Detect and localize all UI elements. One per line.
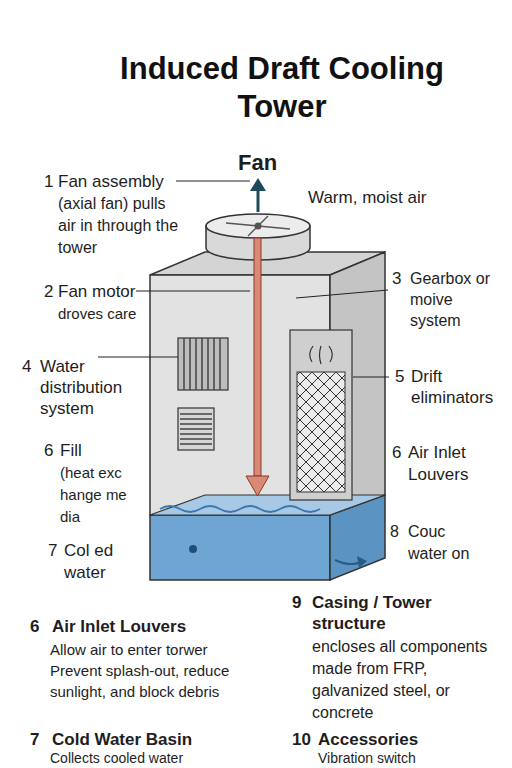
louver-slats: [180, 414, 212, 444]
diagram-title: Induced Draft Cooling Tower: [100, 50, 464, 126]
callout-number: 7: [30, 730, 39, 750]
leader-line: [353, 377, 389, 378]
callout-number: 2: [44, 281, 53, 302]
part-label: (axial fan) pulls air in through the tow…: [58, 193, 183, 259]
callout-number: 3: [392, 268, 401, 289]
fill-media: [297, 372, 345, 492]
callout-number: 9: [292, 592, 301, 613]
callout-number: 6: [44, 440, 53, 461]
part-label: encloses all components made from FRP, g…: [312, 636, 502, 724]
exhaust-arrow: [257, 188, 260, 212]
distribution-panel: [178, 338, 228, 390]
water-flow-head: [246, 476, 269, 496]
fan-opening: [206, 214, 310, 238]
callout-number: 8: [390, 521, 399, 543]
outflow-head: [357, 556, 367, 568]
callout-number: 5: [395, 366, 404, 387]
part-label: Warm, moist air: [308, 187, 426, 208]
water-flow-arrow: [254, 238, 261, 476]
leader-line: [136, 291, 250, 292]
callout-number: 6: [392, 442, 401, 463]
fill-crosshatch: [297, 372, 345, 492]
part-label: Fan assembly: [58, 171, 164, 192]
part-label: Air Inlet Louvers: [408, 442, 498, 486]
leader-line: [176, 181, 250, 182]
part-label: Col ed water: [64, 540, 126, 584]
outflow-arrow: [335, 560, 361, 564]
part-label: Fan motor: [58, 281, 135, 302]
fan-blade: [258, 226, 290, 229]
callout-number: 1: [44, 171, 53, 192]
part-label: (heat exc hange me dia: [60, 462, 140, 528]
louver-panel: [178, 408, 214, 450]
callout-number: 6: [30, 616, 39, 637]
part-label: droves care: [58, 304, 136, 324]
part-label: Cold Water Basin: [52, 730, 192, 750]
part-label: Fan: [238, 150, 277, 176]
part-label: Accessories: [318, 730, 418, 750]
part-label: Collects cooled water: [50, 750, 183, 766]
callout-number: 4: [22, 356, 31, 377]
part-label: Vibration switch: [318, 750, 416, 766]
drift-curls: [310, 346, 333, 364]
callout-number: 10: [292, 730, 311, 750]
fan-hub: [255, 223, 262, 230]
part-label: Casing / Tower structure: [312, 592, 487, 634]
leader-line: [296, 290, 388, 298]
drift-panel: [290, 330, 352, 500]
part-label: Fill: [60, 440, 82, 461]
fan-blade: [226, 223, 258, 226]
basin-front: [150, 515, 330, 580]
water-wave: [160, 506, 320, 512]
panel-slats: [184, 338, 220, 390]
exhaust-head: [250, 178, 266, 191]
part-label: Drift eliminators: [411, 366, 511, 408]
callout-number: 7: [48, 540, 57, 562]
part-label: Couc water on: [408, 521, 480, 565]
callout-dot: [189, 545, 197, 553]
part-label: Gearbox or moive system: [410, 268, 495, 331]
part-label: Air Inlet Louvers: [52, 616, 186, 637]
part-label: Allow air to enter torwer Prevent splash…: [50, 639, 260, 702]
part-label: Water distribution system: [40, 356, 140, 419]
leader-line: [98, 357, 178, 358]
